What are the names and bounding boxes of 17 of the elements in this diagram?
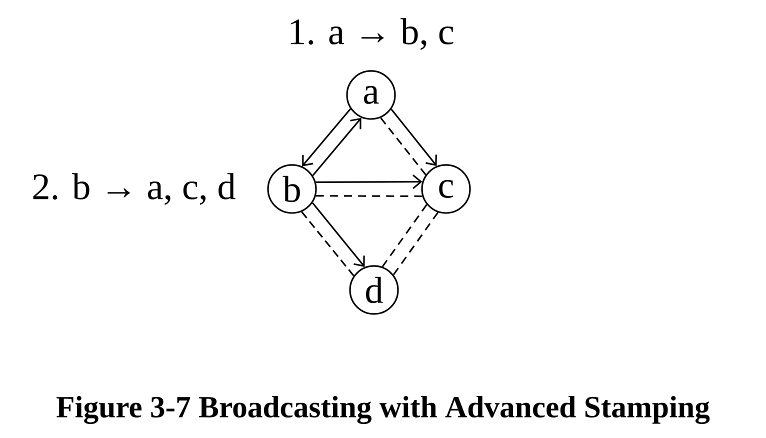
arrow [390, 108, 437, 166]
line [301, 211, 354, 276]
step-label: 1. a → b, c [290, 18, 454, 50]
circle-node: b [267, 164, 317, 214]
circle-node: a [346, 70, 396, 120]
arrow [312, 118, 362, 176]
figure-caption: Figure 3-7 Broadcasting with Advanced Stamping [56, 396, 710, 424]
arrow [312, 202, 365, 267]
line [316, 195, 422, 198]
circle-node: c [421, 164, 471, 214]
line [382, 204, 428, 268]
circle-node: d [349, 265, 399, 315]
step-label: 2. b → a, c, d [33, 173, 236, 205]
arrow [302, 108, 352, 166]
arrow [316, 174, 422, 190]
line [380, 117, 426, 176]
line [392, 212, 439, 276]
